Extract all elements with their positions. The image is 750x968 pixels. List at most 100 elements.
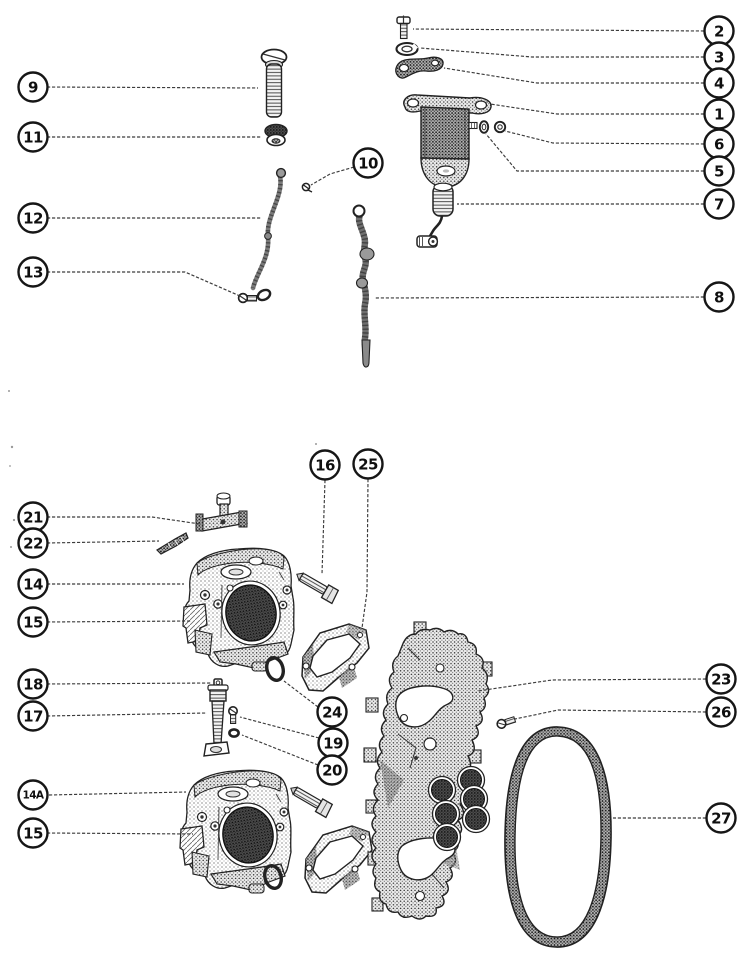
callout-11: 11	[17, 121, 262, 153]
callout-2: 2	[412, 15, 735, 47]
callout-number-26: 26	[711, 704, 731, 722]
choke-solenoid-part	[403, 94, 492, 188]
callout-20: 20	[241, 734, 348, 786]
callout-number-27: 27	[711, 810, 731, 828]
callout-24: 24	[283, 680, 348, 728]
callout-number-4: 4	[714, 75, 724, 93]
callout-balloon-5	[703, 155, 735, 187]
callout-number-8: 8	[714, 289, 724, 307]
small-screw-part-10	[301, 182, 313, 193]
callout-balloon-4	[703, 67, 735, 99]
hose-fitting-screw-part	[237, 292, 257, 304]
callout-number-13: 13	[23, 264, 43, 282]
callout-balloon-23	[705, 663, 737, 695]
callout-balloon-9	[17, 71, 49, 103]
callout-15: 15	[17, 606, 193, 638]
manifold-seal-ring-part	[504, 726, 612, 948]
screw-part-19	[228, 705, 239, 724]
callout-21: 21	[17, 501, 201, 533]
callout-balloon-10	[352, 147, 384, 179]
callout-balloon-17	[17, 700, 49, 732]
callout-balloon-18	[17, 668, 49, 700]
callout-number-18: 18	[23, 676, 43, 694]
leader-line-10	[310, 166, 355, 186]
leader-line-16	[321, 479, 326, 575]
callout-26: 26	[514, 696, 737, 728]
callout-13: 13	[17, 256, 241, 297]
callout-9: 9	[17, 71, 259, 103]
leader-line-1	[489, 103, 704, 115]
leader-line-4	[443, 67, 704, 84]
callout-7: 7	[457, 188, 735, 220]
washer-part-5	[478, 120, 490, 134]
retainer-ring-part	[228, 728, 240, 738]
callout-balloon-15	[17, 817, 49, 849]
callout-1: 1	[489, 98, 735, 130]
callout-number-25: 25	[358, 456, 378, 474]
callout-balloon-12	[17, 202, 49, 234]
leader-line-17	[46, 712, 208, 717]
callout-number-22: 22	[23, 535, 43, 553]
callout-27: 27	[613, 802, 737, 834]
callout-number-17: 17	[23, 708, 43, 726]
idle-needle-part	[156, 532, 189, 555]
callout-balloon-24	[316, 696, 348, 728]
callout-balloon-14A	[17, 779, 49, 811]
lock-washer-part	[395, 41, 419, 57]
leader-line-20	[241, 734, 319, 766]
callout-6: 6	[504, 128, 735, 160]
callout-23: 23	[477, 663, 737, 695]
callout-number-10: 10	[358, 155, 378, 173]
callout-number-16: 16	[315, 457, 335, 475]
callout-balloon-27	[705, 802, 737, 834]
leader-line-24	[283, 680, 319, 708]
leader-line-3	[419, 47, 704, 58]
callout-number-2: 2	[714, 23, 724, 41]
callout-14A: 14A	[17, 779, 187, 811]
scan-noise-specks	[8, 390, 317, 548]
spring-washer-part	[264, 123, 288, 147]
leader-line-21	[47, 516, 201, 525]
callout-number-3: 3	[714, 49, 724, 67]
callout-15: 15	[17, 817, 194, 849]
leader-line-18	[46, 682, 213, 685]
callout-3: 3	[419, 41, 735, 73]
leader-line-14A	[48, 791, 187, 796]
leader-line-15	[46, 832, 194, 835]
leader-line-23	[477, 678, 707, 692]
mounting-bolt-part	[260, 48, 288, 118]
leader-line-6	[504, 130, 705, 145]
intake-manifold-part	[363, 621, 493, 920]
carb-bolt-part	[286, 781, 334, 819]
callout-number-21: 21	[23, 509, 43, 527]
leader-line-9	[46, 86, 259, 89]
choke-rod-part	[352, 204, 375, 368]
callout-number-14: 14	[23, 576, 43, 594]
callout-number-1: 1	[714, 106, 724, 124]
carb-bolt-part	[292, 567, 340, 605]
callout-number-11: 11	[23, 129, 43, 147]
carburetor-top-part	[182, 547, 295, 672]
callout-balloon-15	[17, 606, 49, 638]
callout-balloon-13	[17, 256, 49, 288]
callout-17: 17	[17, 700, 208, 732]
callout-14: 14	[17, 568, 184, 600]
callout-balloon-8	[703, 281, 735, 313]
leader-line-8	[373, 296, 705, 299]
callout-12: 12	[17, 202, 262, 234]
callout-number-14A: 14A	[23, 790, 45, 802]
plunger-link-part	[416, 182, 454, 248]
carburetor-bottom-part	[179, 769, 292, 894]
fuel-hose-part	[250, 167, 287, 302]
leader-line-15	[46, 620, 193, 623]
leader-line-5	[485, 133, 704, 172]
callout-4: 4	[443, 67, 735, 99]
throttle-lever-part	[195, 492, 248, 532]
nut-part-6	[493, 120, 507, 134]
callout-number-20: 20	[322, 762, 342, 780]
callout-number-6: 6	[714, 136, 724, 154]
callout-balloon-20	[316, 754, 348, 786]
callout-16: 16	[309, 449, 341, 575]
